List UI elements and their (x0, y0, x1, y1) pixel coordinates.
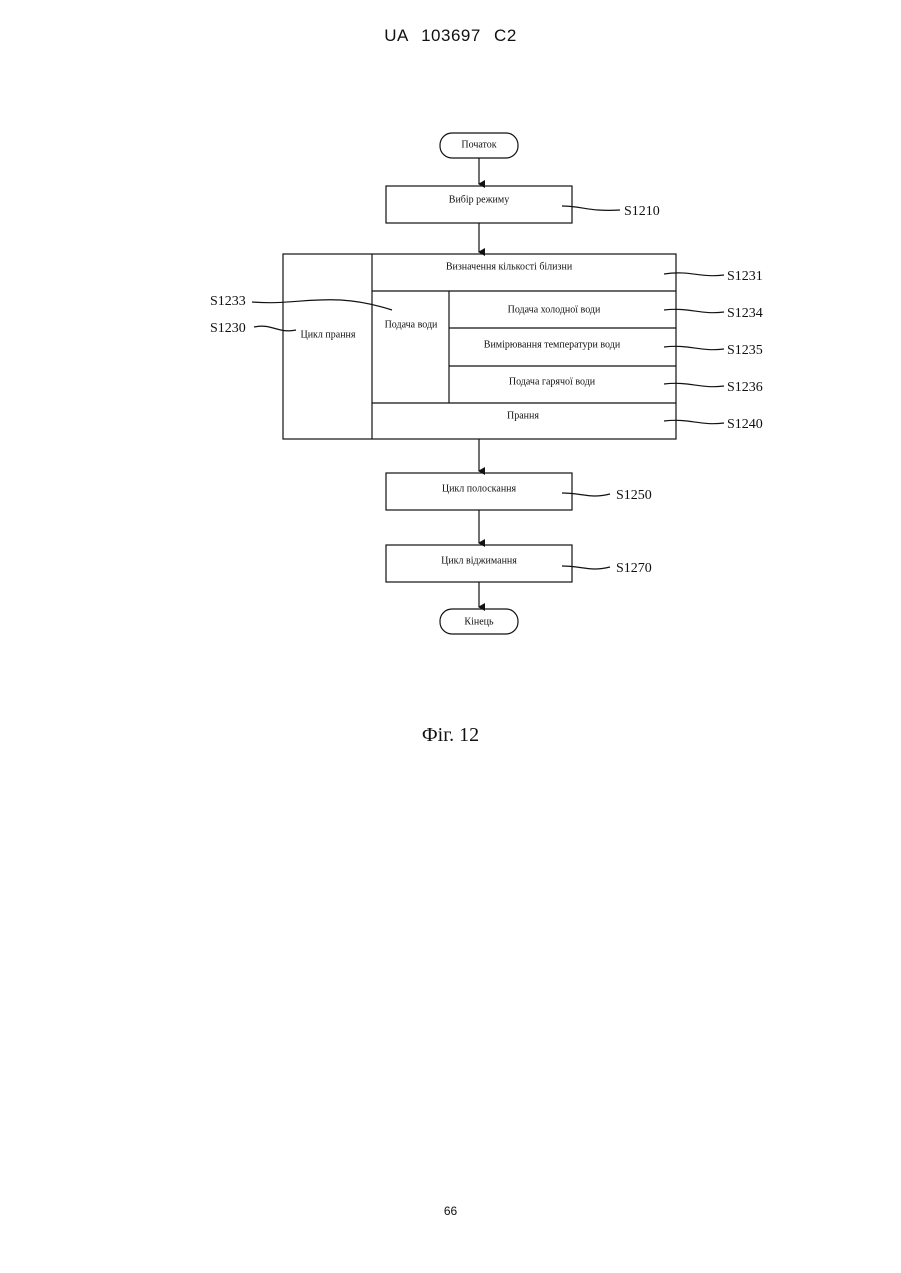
leader-s1230 (254, 326, 296, 331)
leader-s1270 (562, 566, 610, 569)
ref-s1250: S1250 (616, 488, 652, 503)
leader-s1235 (664, 346, 724, 349)
leader-s1236 (664, 383, 724, 386)
page-number: 66 (0, 1204, 901, 1218)
ref-s1240: S1240 (727, 417, 763, 432)
leader-s1234 (664, 309, 724, 312)
spin-cycle-label: Цикл віджимання (441, 555, 517, 566)
mode-select-label: Вибір режиму (449, 194, 509, 205)
end-label: Кінець (464, 616, 494, 627)
leader-s1250 (562, 493, 610, 496)
ref-s1230: S1230 (210, 321, 246, 336)
ref-s1231: S1231 (727, 269, 763, 284)
start-label: Початок (461, 139, 496, 150)
figure-caption: Фіг. 12 (0, 724, 901, 747)
hot-water-label: Подача гарячої води (509, 376, 596, 387)
leader-s1233 (252, 300, 392, 310)
ref-s1210: S1210 (624, 204, 660, 219)
ref-s1236: S1236 (727, 380, 763, 395)
ref-s1233: S1233 (210, 294, 246, 309)
leader-s1210 (562, 206, 620, 210)
rinse-cycle-label: Цикл полоскання (442, 483, 517, 494)
leader-s1231 (664, 273, 724, 276)
wash-cycle-label: Цикл прання (300, 329, 355, 340)
cold-water-label: Подача холодної води (508, 304, 601, 315)
temp-measure-label: Вимірювання температури води (484, 339, 621, 350)
leader-s1240 (664, 420, 724, 423)
ref-s1234: S1234 (727, 306, 763, 321)
washing-label: Прання (507, 410, 539, 421)
water-supply-label: Подача води (385, 319, 438, 330)
ref-s1235: S1235 (727, 343, 763, 358)
ref-s1270: S1270 (616, 561, 652, 576)
laundry-amount-label: Визначення кількості білизни (446, 261, 573, 272)
